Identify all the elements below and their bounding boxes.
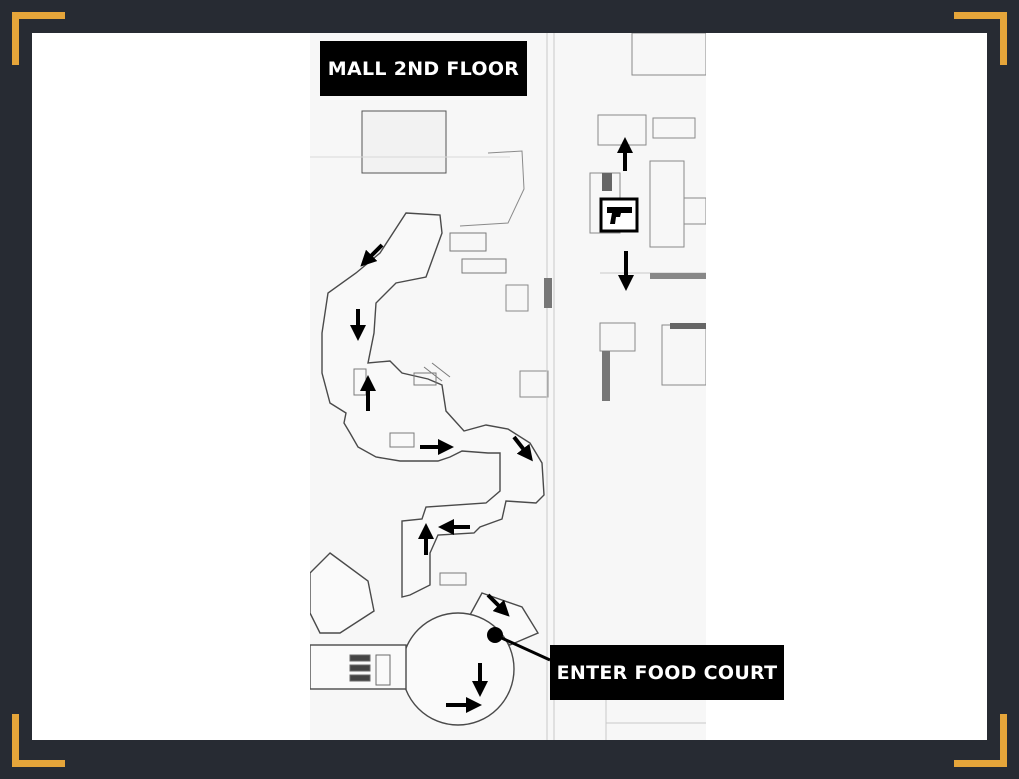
floor-title-label: MALL 2ND FLOOR <box>320 41 527 96</box>
corridor-detail <box>423 366 443 382</box>
corridor-detail <box>413 372 437 386</box>
arrow-icon <box>486 593 510 617</box>
floor-plan-map <box>310 33 706 740</box>
corner-bracket-top-left <box>12 12 65 65</box>
corridor-detail <box>439 572 467 586</box>
corner-bracket-bottom-right <box>954 714 1007 767</box>
store-strip <box>670 323 706 329</box>
corridor-detail <box>449 232 487 252</box>
store-strip <box>650 273 706 279</box>
floor-plan-drawing <box>310 33 706 740</box>
building-block <box>599 322 636 352</box>
building-block <box>597 114 647 146</box>
building-block <box>505 284 529 312</box>
store-strip <box>602 173 612 191</box>
building-block <box>631 33 706 76</box>
arrow-icon <box>512 435 533 462</box>
corner-bracket-bottom-left <box>12 714 65 767</box>
destination-leader-line <box>494 633 551 662</box>
counter-strip <box>349 664 371 672</box>
counter-strip <box>349 674 371 682</box>
corridor-outline <box>459 150 525 227</box>
destination-marker-dot <box>487 627 503 643</box>
store-strip <box>544 278 552 308</box>
pistol-icon <box>599 197 639 233</box>
building-block <box>361 110 447 174</box>
corridor-detail <box>389 432 415 448</box>
building-block <box>649 160 685 248</box>
corridor-detail <box>461 258 507 274</box>
counter-block <box>375 654 391 686</box>
corridor-detail <box>431 362 451 378</box>
building-block <box>661 324 706 386</box>
destination-label: ENTER FOOD COURT <box>550 645 784 700</box>
arrow-icon <box>360 243 384 267</box>
counter-strip <box>349 654 371 662</box>
building-block <box>519 370 549 398</box>
lower-left-building <box>310 552 375 634</box>
building-block <box>683 197 706 225</box>
store-strip <box>602 351 610 401</box>
corner-bracket-top-right <box>954 12 1007 65</box>
route-corridor <box>321 212 545 598</box>
building-block <box>652 117 696 139</box>
